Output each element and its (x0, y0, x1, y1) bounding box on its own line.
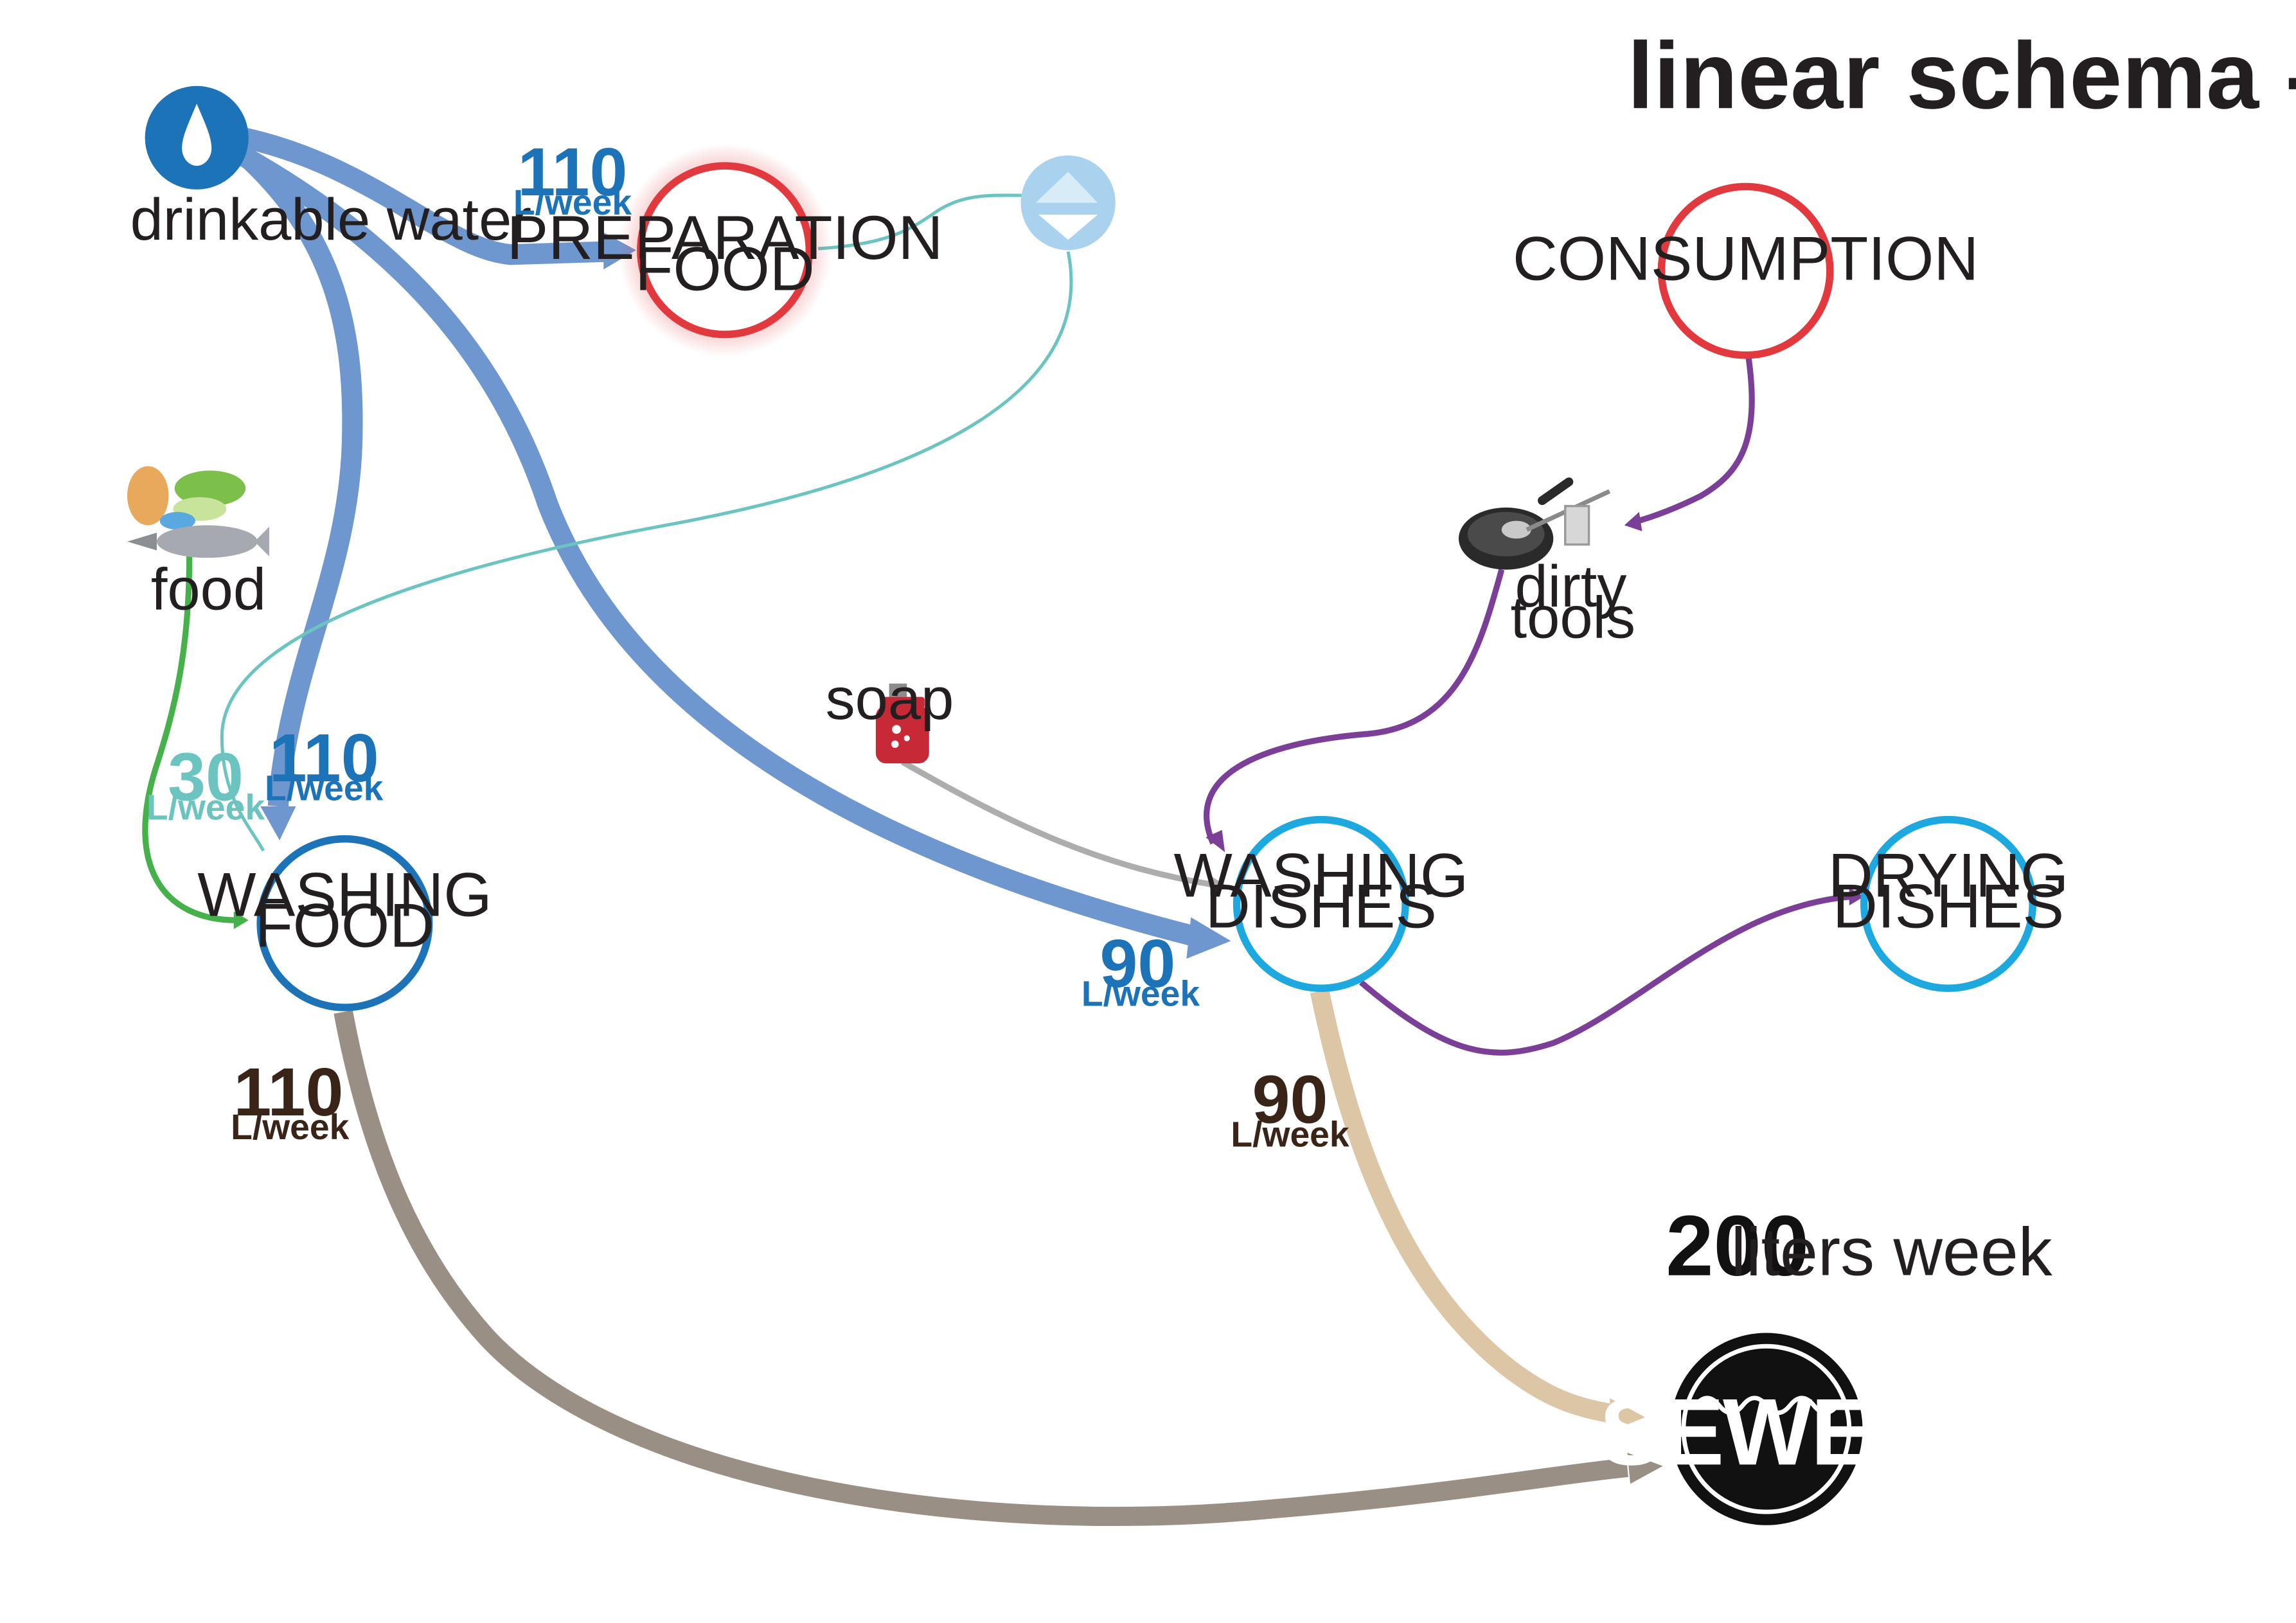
flow-dirty-tools-to-washing-dishes (1204, 569, 1505, 845)
ice-source (1020, 155, 1116, 251)
dirty-tools-label-line1: dirty (1515, 553, 1626, 619)
flow-label-to-preparation: 110 L/week (513, 134, 632, 222)
flow-soap-to-washing-dishes (901, 759, 1214, 888)
washing-food-label-line2: FOOD (255, 891, 434, 961)
flow-arrowhead-washing-food (260, 806, 296, 840)
flow-label-to-washing-dishes: 90 L/week (1081, 926, 1200, 1014)
frying-pan-icon (1458, 477, 1611, 570)
flow-washing-dishes-to-drying (1359, 893, 1853, 1056)
ice-cube-base (1038, 215, 1098, 240)
flow-arrowhead-sewer-beige (1609, 1397, 1646, 1431)
flow-arrowhead-washing-dishes-purple (1206, 829, 1225, 853)
flow-arrowhead-drying (1849, 887, 1864, 906)
preparation-food-label-line2: FOOD (635, 234, 814, 303)
flow-drinkable-to-washing-dishes (235, 145, 1198, 947)
flow-unit: L/week (265, 768, 384, 808)
total-unit: liters week (1731, 1214, 2053, 1290)
flow-arrowhead-sewer-grey (1627, 1452, 1663, 1484)
flow-unit: L/week (147, 788, 265, 828)
node-drying-dishes: DRYING DISHES (1828, 815, 2069, 992)
flow-unit: L/week (1081, 974, 1200, 1014)
node-washing-food: WASHING FOOD (197, 835, 492, 1011)
water-drop-shape (182, 103, 212, 166)
washing-dishes-label-line1: WASHING (1174, 840, 1468, 910)
total-value: 200 (1666, 1198, 1809, 1294)
soap-bottle-icon (875, 683, 929, 764)
washing-food-label-line1: WASHING (197, 860, 492, 929)
diagram-title: linear schema - washing area (1627, 23, 2296, 129)
flow-label-washing-food-to-sewer: 110 L/week (231, 1054, 350, 1147)
preparation-food-label-line1: PREPARATION (507, 203, 943, 272)
food-icon (127, 466, 269, 558)
flow-ice-to-washing-food (220, 251, 1073, 852)
drinkable-water-source: drinkable water (130, 85, 531, 253)
flow-label-washing-dishes-to-sewer: 90 L/week (1231, 1062, 1349, 1155)
sewer-wave (1693, 1396, 1840, 1415)
soap-label: soap (826, 666, 954, 732)
flow-ice-to-preparation (817, 193, 1029, 251)
flow-washing-food-to-sewer (334, 1010, 1628, 1526)
flow-drinkable-to-preparation (235, 126, 607, 265)
sewer-icon (1670, 1333, 1863, 1525)
flow-unit: L/week (513, 182, 632, 222)
flow-label-ice-to-washing-food: 30 L/week (147, 740, 265, 828)
flow-drinkable-to-washing-food (229, 140, 363, 808)
flow-arrowhead-food (233, 911, 249, 930)
washing-dishes-label-line2: DISHES (1206, 872, 1437, 941)
flow-consumption-to-dirty-tools (1632, 357, 1755, 526)
flow-arrowhead-soap (1210, 876, 1228, 896)
drying-dishes-label-line1: DRYING (1828, 840, 2069, 910)
flow-value: 110 (269, 720, 379, 796)
food-source: food (127, 466, 269, 623)
flow-label-to-washing-food: 110 L/week (265, 720, 384, 808)
dirty-tools-label-line2: tools (1511, 584, 1636, 650)
sewer-label: SEWER (1599, 1379, 1939, 1485)
flow-unit: L/week (1231, 1114, 1349, 1154)
flow-food-to-washing-food (142, 554, 237, 923)
flow-value: 30 (168, 740, 244, 815)
flow-value: 90 (1099, 926, 1175, 1002)
node-sewer: SEWER (1599, 1333, 1941, 1525)
node-washing-dishes: WASHING DISHES (1174, 815, 1468, 992)
flow-arrowhead-washing-dishes (1186, 917, 1231, 959)
node-preparation-food: PREPARATION FOOD (507, 143, 943, 357)
consumption-label: CONSUMPTION (1513, 224, 1979, 293)
dirty-tools-source: dirty tools (1458, 477, 1636, 650)
flow-arrowhead-dirty-tools (1624, 511, 1642, 531)
ice-cube-shape (1035, 172, 1098, 203)
drying-dishes-label-line2: DISHES (1833, 872, 2064, 941)
total-label: 200 liters week (1666, 1198, 2053, 1294)
node-consumption: CONSUMPTION (1513, 182, 1979, 359)
flow-washing-dishes-to-sewer (1310, 989, 1617, 1424)
soap-source: soap (826, 666, 954, 764)
flow-unit: L/week (231, 1107, 350, 1147)
flow-value: 110 (234, 1054, 344, 1130)
food-label: food (151, 556, 266, 623)
drinkable-water-label: drinkable water (130, 186, 531, 253)
flow-value: 110 (518, 134, 628, 210)
flow-value: 90 (1252, 1062, 1328, 1138)
